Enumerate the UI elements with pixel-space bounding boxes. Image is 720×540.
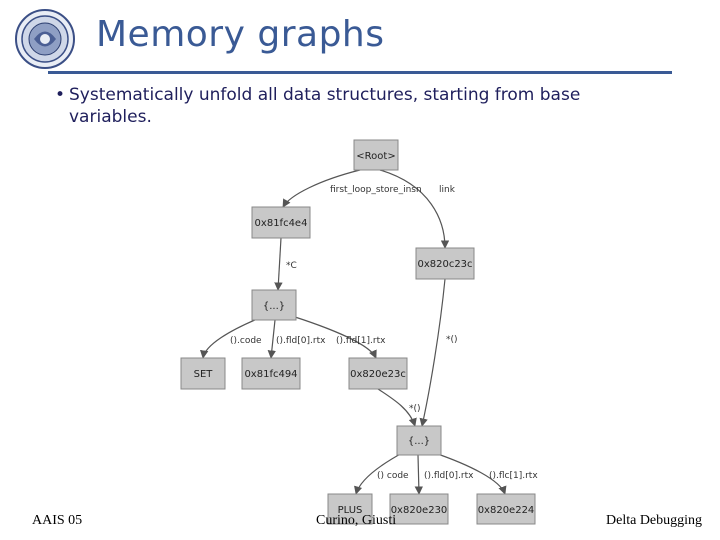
node-root-label: <Root>: [356, 151, 395, 162]
node-struct-2: {...}: [396, 425, 442, 456]
node-0x81fc494: 0x81fc494: [241, 357, 301, 390]
bullet-line-2: variables.: [69, 107, 152, 127]
edge-label-link: link: [439, 185, 456, 195]
edge-label-star-i: *(): [446, 335, 458, 345]
node-struct-1-label: {...}: [263, 301, 285, 312]
node-0x81fc4e4-label: 0x81fc4e4: [255, 218, 308, 229]
node-set-label: SET: [194, 369, 214, 380]
edge-label-fld0-1: ().fld[0].rtx: [276, 336, 326, 346]
bullet-dot: •: [55, 85, 66, 105]
footer-right: Delta Debugging: [606, 513, 703, 528]
node-0x81fc494-label: 0x81fc494: [244, 369, 297, 380]
edge-label-fld1-1: ().fld[1].rtx: [336, 336, 386, 346]
node-0x820e230-label: 0x820e230: [391, 505, 448, 516]
edge-star-i: [419, 278, 446, 427]
node-0x820e23c-label: 0x820e23c: [350, 369, 406, 380]
node-0x81fc4e4: 0x81fc4e4: [251, 206, 311, 239]
node-struct-2-label: {...}: [408, 436, 430, 447]
edge-fld0-1: [267, 319, 276, 359]
edge-label-star-c: *C: [286, 261, 297, 271]
edge-fld0-2: [414, 454, 424, 495]
node-0x820c23c-top: 0x820c23c: [415, 247, 475, 280]
node-root: <Root>: [353, 139, 399, 171]
node-0x820e224-label: 0x820e224: [478, 505, 535, 516]
edge-label-star-o: *(): [409, 404, 421, 414]
edge-star-c: [274, 237, 283, 291]
bullet-line-1: Systematically unfold all data structure…: [69, 85, 581, 105]
edge-fld1-1: [294, 316, 377, 359]
node-0x820e230: 0x820e230: [389, 493, 449, 525]
edge-first-loop-store-insn: [282, 169, 361, 208]
node-plus: PLUS: [327, 493, 373, 525]
edge-code-2: [354, 451, 405, 495]
edge-fld1-2: [431, 451, 507, 495]
title-divider: [48, 71, 672, 74]
edge-label-fld0-2: ().fld[0].rtx: [424, 471, 474, 481]
node-0x820e224: 0x820e224: [476, 493, 536, 525]
page-title: Memory graphs: [96, 14, 385, 55]
footer-left: AAIS 05: [32, 513, 83, 528]
edge-code-1: [200, 316, 263, 359]
university-seal-icon: [15, 9, 75, 69]
bullet-text: •Systematically unfold all data structur…: [55, 84, 675, 128]
edge-label-code-2: () code: [377, 471, 409, 481]
footer-center: Curino, Giusti: [316, 513, 397, 528]
node-0x820c23c-top-label: 0x820c23c: [417, 259, 472, 270]
edge-label-code-1: ().code: [230, 336, 262, 346]
edge-label-fld1-2: ().flc[1].rtx: [489, 471, 538, 481]
edge-label-first-loop-store-insn: first_loop_store_insn: [330, 185, 422, 195]
node-0x820e23c: 0x820e23c: [348, 357, 408, 390]
node-plus-label: PLUS: [338, 505, 363, 516]
edge-link: [379, 169, 450, 249]
edge-star-o: [377, 388, 417, 427]
node-set: SET: [180, 357, 226, 390]
node-struct-1: {...}: [251, 289, 297, 321]
